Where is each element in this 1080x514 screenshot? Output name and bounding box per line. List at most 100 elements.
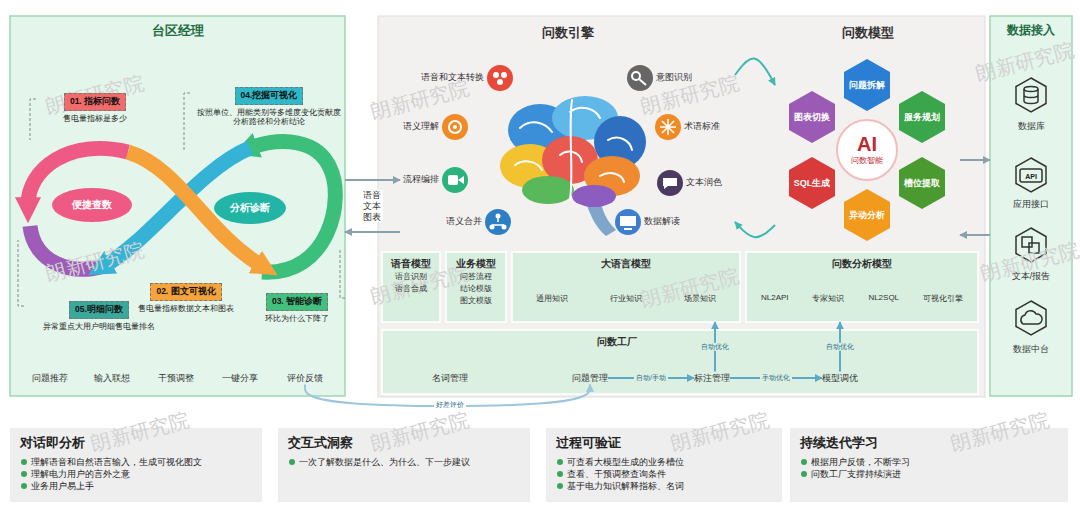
engine-region: 问数引擎语音和文本转换语义理解流程编排语义合并意图识别术语标准文本润色数据解读: [400, 18, 735, 246]
node-title: 对话即分析: [20, 434, 252, 452]
node-text: 理解电力用户的言外之意: [20, 468, 252, 480]
node-title: 过程可验证: [556, 434, 772, 452]
node-title: 持续迭代学习: [800, 434, 1058, 452]
hexagon-fill: [789, 157, 835, 209]
factory-step: 问题管理: [572, 372, 608, 385]
connector: [735, 58, 775, 85]
stage-ellipse: 便捷查数: [52, 188, 132, 222]
node-title: 流程编排: [403, 174, 439, 186]
node-title: 数据接入: [990, 16, 1072, 39]
node-text: 语音识别: [385, 271, 437, 283]
step-tag: 01. 指标问数售电量指标是多少: [40, 90, 150, 123]
watermark: 朗新研究院: [638, 262, 742, 314]
connector-label: 自动/手动: [634, 374, 668, 382]
node-text: 根据用户反馈，不断学习: [800, 456, 1058, 468]
node-text: 可查看大模型生成的业务槽位: [556, 456, 772, 468]
node-text: 可视化引擎: [923, 293, 963, 304]
node-text: 专家知识: [812, 293, 844, 304]
node-title: 异动分析: [849, 209, 885, 222]
node-title: 问数分析模型: [749, 257, 975, 271]
model-box: 语音模型语音识别语音合成: [382, 252, 440, 322]
node-text: 图文模版: [449, 295, 503, 307]
brain-illustration: [500, 96, 646, 236]
node-title: 语义理解: [403, 121, 439, 133]
hexagon-fill: [844, 59, 890, 111]
engine-function: 文本润色: [686, 177, 722, 189]
node-title: 问数工厂: [597, 330, 978, 349]
engine-function: 语音和文本转换: [421, 72, 484, 84]
hexagon-fill: [899, 157, 945, 209]
node-title: 文本润色: [686, 177, 722, 189]
node-title: 图表切换: [794, 111, 830, 124]
node-title: 标注管理: [694, 372, 730, 385]
node-text: 行业知识: [610, 293, 642, 304]
watermark: 朗新研究院: [668, 406, 772, 458]
stage-ellipse: 分析诊断: [214, 192, 286, 224]
node-title: 干预调整: [158, 372, 194, 385]
node-title: 语音模型: [385, 257, 437, 271]
capability-hexagon: SQL生成: [789, 157, 835, 209]
center-panel: [378, 16, 985, 397]
node-text: 售电量指标是多少: [40, 114, 150, 123]
watermark: 朗新研究院: [43, 236, 147, 288]
node-text: 结论模版: [449, 283, 503, 295]
connector-label: 自动优化: [699, 343, 731, 351]
engine-function: 数据解读: [644, 216, 680, 228]
capability-hexagon: 槽位提取: [899, 157, 945, 209]
connector-label: 好差评价: [434, 401, 466, 409]
connector: [960, 159, 990, 161]
node-title: AI: [857, 134, 877, 154]
feature-item: 评价反馈: [287, 372, 323, 385]
node-text: 问数工厂支撑持续演进: [800, 468, 1058, 480]
node-title: 应用接口: [1013, 199, 1049, 211]
connector-label: 语音 文本 图表: [361, 190, 383, 222]
node-title: 问数模型: [775, 18, 960, 42]
capability-hexagon: 图表切换: [789, 91, 835, 143]
node-title: 问数引擎: [400, 18, 735, 42]
connector: [960, 234, 990, 236]
feature-card: 交互式洞察一次了解数据是什么、为什么、下一步建议: [278, 428, 530, 502]
node-title: 05.明细问数: [69, 301, 129, 319]
engine-function: 流程编排: [403, 174, 439, 186]
hexagon-fill: [899, 91, 945, 143]
node-title: 04.挖掘可视化: [235, 87, 304, 105]
watermark: 朗新研究院: [368, 406, 472, 458]
node-title: 术语标准: [684, 121, 720, 133]
capability-hexagon: 服务规划: [899, 91, 945, 143]
feature-card: 过程可验证可查看大模型生成的业务槽位查看、干预调整查询条件基于电力知识解释指标、…: [546, 428, 782, 502]
node-title: 交互式洞察: [288, 434, 520, 452]
box-ground: [546, 428, 782, 502]
node-text: 场景知识: [684, 293, 716, 304]
node-text: NL2API: [761, 293, 789, 304]
source-panel: 数据接入数据库应用接口文本/报告数据中台: [990, 16, 1072, 396]
step-tag: 05.明细问数异常重点大用户明细售电量排名: [24, 298, 174, 331]
feature-item: 问题推荐: [32, 372, 68, 385]
connector: [345, 231, 400, 233]
node-title: 语音和文本转换: [421, 72, 484, 84]
node-title: 03. 智能诊断: [266, 293, 328, 311]
step-tag: 04.挖掘可视化按照单位、用能类别等多维度变化贡献度分析路径和分析结论: [196, 84, 342, 127]
data-source: 文本/报告: [1012, 271, 1050, 283]
factory-band: 问数工厂名词管理问题管理标注管理模型调优: [382, 330, 978, 394]
node-title: 分析诊断: [230, 201, 270, 215]
node-title: 评价反馈: [287, 372, 323, 385]
model-region: 问数模型问题拆解服务规划槽位提取异动分析SQL生成图表切换AI问数智能: [775, 18, 960, 246]
node-title: 业务模型: [449, 257, 503, 271]
node-title: SQL生成: [794, 177, 831, 190]
engine-function: 语义合并: [446, 216, 482, 228]
model-box: 问数分析模型NL2API专家知识NL2SQL可视化引擎: [746, 252, 978, 322]
node-title: 输入联想: [94, 372, 130, 385]
factory-step: 模型调优: [822, 372, 858, 385]
hexagon-fill: [789, 91, 835, 143]
node-title: 语义合并: [446, 216, 482, 228]
icon-text: API: [1025, 173, 1037, 180]
node-title: 问题拆解: [849, 79, 885, 92]
engine-icons: [442, 65, 683, 235]
node-title: 便捷查数: [72, 198, 112, 212]
node-title: 一键分享: [222, 372, 258, 385]
connector: [345, 179, 400, 181]
capability-hexagon: 问题拆解: [844, 59, 890, 111]
watermark: 朗新研究院: [973, 36, 1077, 88]
